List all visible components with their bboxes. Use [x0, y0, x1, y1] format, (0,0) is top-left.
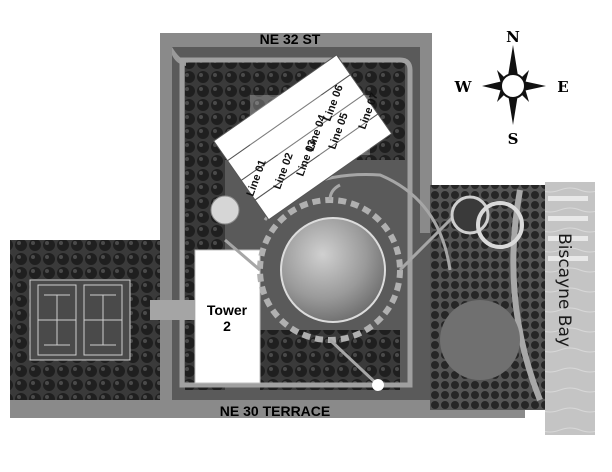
south-fountain — [372, 379, 384, 391]
internal-drive — [179, 57, 413, 388]
line-buildings — [213, 54, 393, 221]
compass-e-label: E — [557, 78, 568, 96]
waterfront-lawn — [440, 300, 520, 380]
waterfront-walkway — [510, 189, 543, 402]
compass-center-icon — [500, 73, 526, 99]
tower-2-building — [194, 249, 261, 384]
central-dome — [280, 217, 386, 323]
west-fountain — [210, 195, 240, 225]
compass-n-label: N — [506, 28, 520, 46]
compass-s-label: S — [508, 130, 519, 148]
biscayne-bay-water — [545, 182, 595, 435]
tennis-court-lines — [37, 284, 123, 356]
line-buildings-shade — [250, 95, 370, 155]
tower-walkway — [150, 300, 195, 320]
compass-rose: N S W E — [454, 28, 569, 148]
east-fountain-outer — [476, 201, 524, 249]
bay-label: Biscayne Bay — [554, 233, 574, 347]
tower-label-line2: 2 — [223, 318, 231, 334]
compass-w-label: W — [454, 78, 473, 96]
street-label-north: NE 32 ST — [260, 31, 321, 47]
street-label-south: NE 30 TERRACE — [220, 403, 330, 419]
boat-docks — [548, 196, 588, 261]
tower-label-line1: Tower — [207, 302, 248, 318]
